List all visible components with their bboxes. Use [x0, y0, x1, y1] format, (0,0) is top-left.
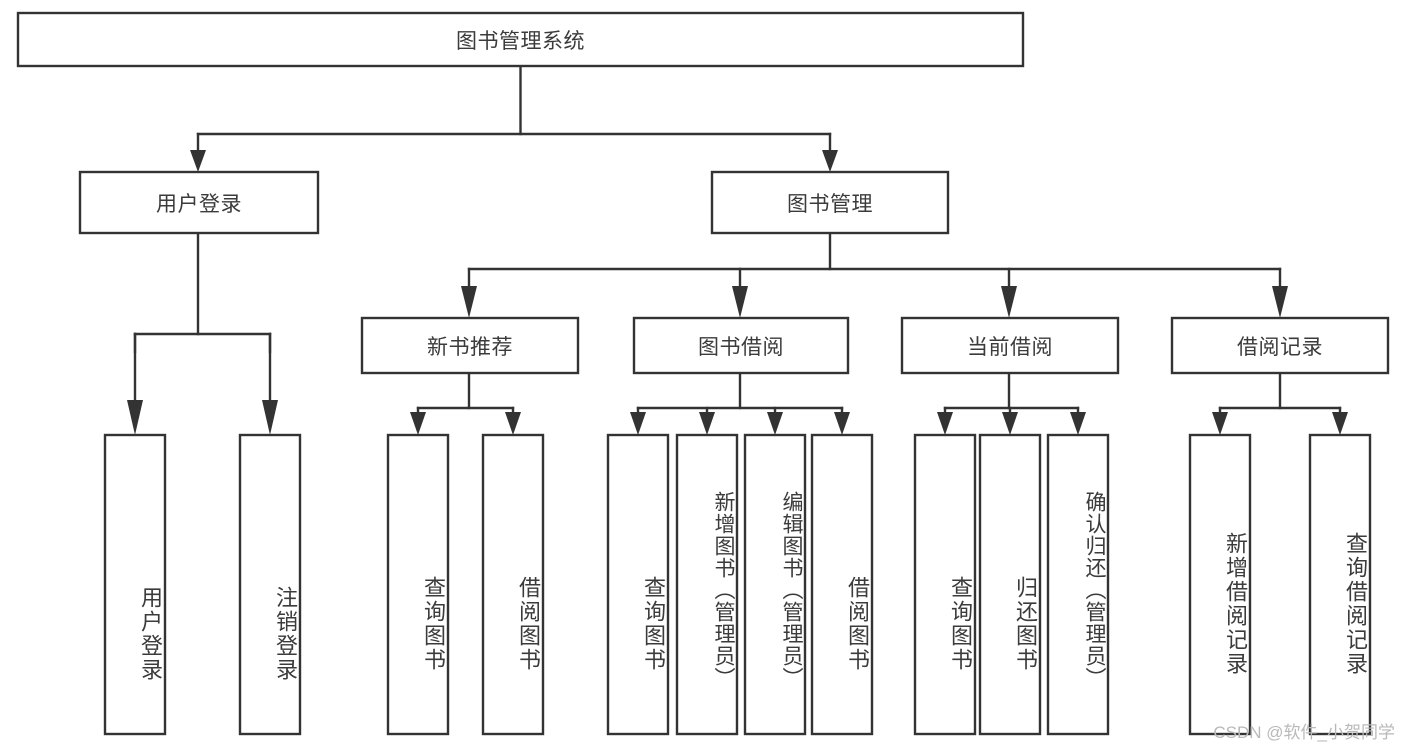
node-box-leaf-borrow-book-2[interactable] — [810, 433, 874, 736]
connector-bookborrow-to-leaves — [630, 371, 850, 435]
node-box-leaf-user-logout[interactable] — [238, 433, 302, 736]
node-box-user-login[interactable] — [78, 170, 320, 235]
connector-newbook-to-leaves — [410, 371, 521, 435]
node-box-current-borrow[interactable] — [900, 316, 1120, 375]
node-box-root[interactable] — [16, 11, 1025, 68]
node-box-leaf-query-book-1[interactable] — [386, 433, 450, 736]
node-box-leaf-add-book[interactable] — [675, 433, 739, 736]
node-box-book-borrow[interactable] — [632, 316, 850, 375]
node-box-new-book-recommend[interactable] — [360, 316, 580, 375]
node-box-leaf-add-record[interactable] — [1188, 433, 1252, 736]
node-box-leaf-user-login[interactable] — [103, 433, 167, 736]
node-box-leaf-query-record[interactable] — [1308, 433, 1372, 736]
connector-bookmanage-to-level3 — [461, 232, 1288, 318]
node-box-leaf-query-book-2[interactable] — [606, 433, 670, 736]
connector-root-to-level2 — [190, 64, 838, 172]
node-box-book-manage[interactable] — [710, 170, 950, 235]
node-box-leaf-edit-book[interactable] — [743, 433, 807, 736]
node-box-leaf-query-book-3[interactable] — [913, 433, 977, 736]
node-box-leaf-return-book[interactable] — [978, 433, 1042, 736]
node-box-leaf-borrow-book-1[interactable] — [481, 433, 545, 736]
connector-borrowrecord-to-leaves — [1212, 371, 1348, 435]
node-box-borrow-record[interactable] — [1170, 316, 1390, 375]
node-box-leaf-confirm-return[interactable] — [1046, 433, 1110, 736]
connector-currentborrow-to-leaves — [937, 371, 1086, 435]
connector-userlogin-to-leaves — [127, 231, 278, 435]
